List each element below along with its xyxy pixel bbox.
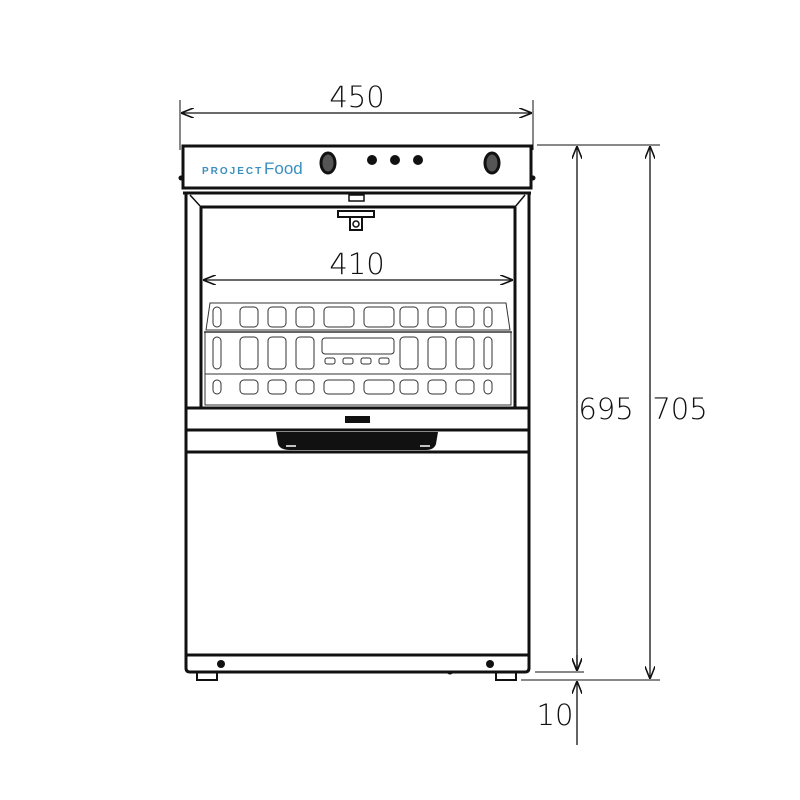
- rack-compartment: [295, 336, 315, 370]
- rack-compartment: [427, 336, 447, 370]
- rack-compartment: [483, 336, 493, 370]
- dimension-inner-width: 410: [203, 247, 513, 281]
- dimension-label-705: 705: [652, 392, 707, 426]
- rack-compartment: [455, 379, 475, 395]
- rack-compartment: [427, 306, 447, 328]
- rack-compartment: [212, 336, 222, 370]
- indicator-light-3-icon: [413, 155, 423, 165]
- dimension-label-410: 410: [329, 247, 384, 281]
- dish-rack: [204, 302, 512, 406]
- rack-compartment: [363, 379, 395, 395]
- right-knob-icon: [483, 151, 501, 175]
- dimension-label-450: 450: [329, 80, 384, 114]
- door: [184, 406, 531, 454]
- rack-compartment: [323, 306, 355, 328]
- control-panel: PROJECT Food: [178, 144, 536, 195]
- rack-compartment: [483, 379, 493, 395]
- rack-compartment: [455, 306, 475, 328]
- door-handle[interactable]: [276, 432, 438, 450]
- rack-compartment: [399, 379, 419, 395]
- rack-compartment: [455, 336, 475, 370]
- rack-compartment: [267, 306, 287, 328]
- brand-name: Food: [264, 159, 303, 178]
- lower-cabinet: [184, 450, 531, 681]
- door-latch: [345, 416, 370, 423]
- brand-prefix: PROJECT: [202, 166, 263, 177]
- right-foot: [495, 671, 517, 681]
- rack-compartment: [239, 306, 259, 328]
- rack-compartment: [212, 306, 222, 328]
- rack-compartment: [239, 336, 259, 370]
- rack-compartment: [239, 379, 259, 395]
- left-foot: [196, 671, 218, 681]
- rack-compartment: [295, 306, 315, 328]
- dimension-heights: 695 705 10: [521, 144, 708, 745]
- rack-compartment: [399, 306, 419, 328]
- dimension-overall-width: 450: [179, 80, 534, 150]
- indicator-light-2-icon: [390, 155, 400, 165]
- rack-compartment: [323, 379, 355, 395]
- rack-compartment: [267, 336, 287, 370]
- left-knob-icon: [319, 151, 337, 175]
- indicator-light-1-icon: [367, 155, 377, 165]
- rack-compartment: [483, 306, 493, 328]
- rack-compartment: [267, 379, 287, 395]
- dimension-label-10: 10: [537, 698, 574, 732]
- rack-compartment: [212, 379, 222, 395]
- wash-chamber: [184, 193, 531, 450]
- rack-compartment: [295, 379, 315, 395]
- dimension-label-695: 695: [578, 392, 633, 426]
- rack-compartment: [363, 306, 395, 328]
- rack-compartment: [399, 336, 419, 370]
- rack-compartment: [427, 379, 447, 395]
